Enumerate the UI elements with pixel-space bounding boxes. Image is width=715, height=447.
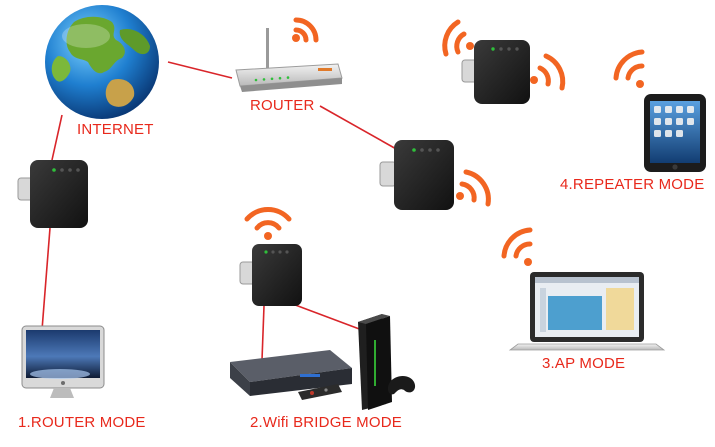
link-extender-desktop	[41, 227, 51, 331]
wifi-extender-icon	[239, 244, 302, 306]
game-console-icon	[358, 314, 416, 410]
router-icon	[235, 28, 343, 92]
wifi-signal-icon	[442, 19, 474, 57]
wifi-extender-icon	[17, 160, 88, 228]
wifi-signal-icon	[292, 17, 319, 43]
link-router-ap-extender	[319, 105, 399, 151]
wifi-signal-icon	[456, 169, 491, 207]
tablet-icon	[644, 94, 706, 172]
wifi-signal-icon	[244, 207, 292, 240]
wifi-signal-icon	[530, 53, 566, 91]
internet-label: INTERNET	[77, 121, 154, 138]
desktop-computer-icon	[21, 325, 105, 398]
link-internet-router	[167, 61, 233, 79]
wifi-signal-icon	[613, 49, 645, 88]
repeater-mode-label: 4.REPEATER MODE	[560, 176, 705, 193]
wifi-extender-icon	[379, 140, 454, 210]
bridge-mode-label: 2.Wifi BRIDGE MODE	[250, 414, 402, 431]
wifi-signal-icon	[501, 227, 533, 266]
link-bridge-settopbox	[261, 305, 265, 361]
remote-control-icon	[298, 384, 342, 400]
laptop-icon	[508, 272, 666, 351]
router-mode-label: 1.ROUTER MODE	[18, 414, 146, 431]
wifi-extender-icon	[461, 40, 530, 104]
ap-mode-label: 3.AP MODE	[542, 355, 626, 372]
router-label: ROUTER	[250, 97, 315, 114]
set-top-box-icon	[230, 350, 352, 396]
link-internet-extender	[51, 114, 63, 161]
globe-icon	[45, 5, 159, 119]
